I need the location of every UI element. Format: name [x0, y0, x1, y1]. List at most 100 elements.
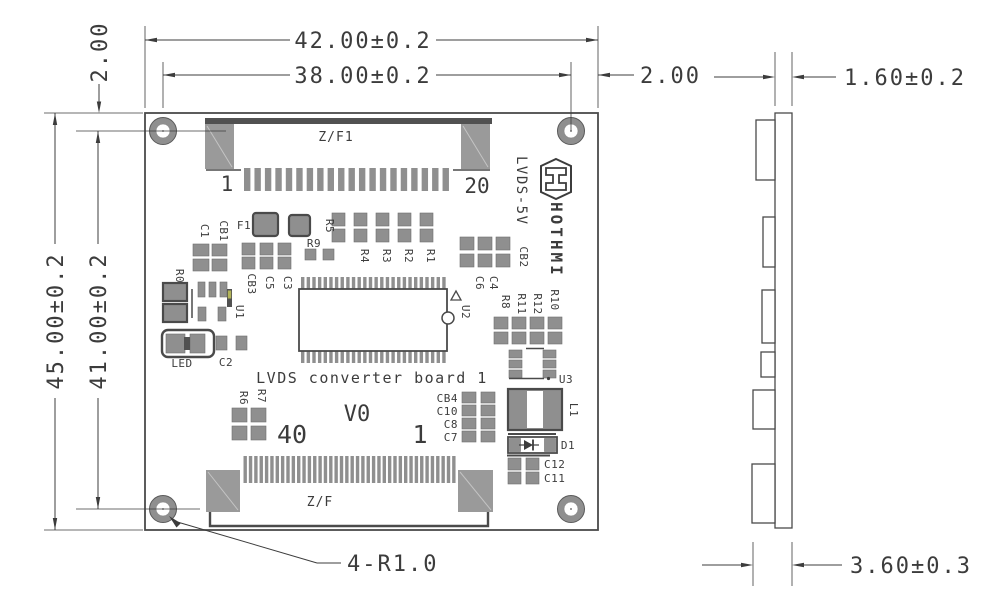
pin	[286, 456, 290, 483]
pin	[345, 456, 349, 483]
component-d1: D1	[507, 433, 575, 457]
pin	[301, 277, 305, 290]
pin	[302, 456, 306, 483]
side-view	[751, 112, 793, 529]
pin	[409, 456, 413, 483]
pin	[441, 456, 445, 483]
component-label-r12: R12	[531, 293, 544, 314]
component-r0: R0	[161, 269, 193, 324]
u2-triangle-marker	[449, 289, 463, 301]
pin	[306, 277, 311, 290]
pin	[391, 277, 395, 290]
pin	[301, 350, 305, 363]
pin	[446, 456, 451, 483]
pin	[323, 277, 327, 290]
pin	[385, 350, 390, 363]
dim-total-thickness-text: 3.60±0.3	[850, 554, 972, 579]
pin	[414, 456, 419, 483]
pin	[432, 168, 439, 191]
component-resistor-array: R5 R4 R3 R2 R1	[323, 212, 437, 263]
dim-hole-offset-right-text: 2.00	[640, 64, 701, 89]
component-led: LED	[160, 328, 216, 370]
component-label-r4: R4	[358, 249, 371, 263]
dim-hole-offset-top: 2.00	[88, 22, 113, 113]
component-label-c3: C3	[281, 276, 294, 290]
pin	[425, 277, 429, 290]
pin	[297, 456, 301, 483]
dimensions: 42.00±0.2 38.00±0.2 2.00 2.00 45.00±0.2	[44, 22, 972, 586]
pin	[442, 277, 446, 290]
top-connector-pins	[244, 168, 449, 191]
pin	[350, 456, 354, 483]
pin	[340, 350, 344, 363]
dim-corner-radius-text: 4-R1.0	[347, 552, 438, 577]
component-label-r3: R3	[380, 249, 393, 263]
pin	[334, 456, 338, 483]
pin	[338, 168, 345, 191]
pin	[244, 168, 251, 191]
pin	[264, 456, 269, 483]
pin	[436, 277, 440, 290]
pin	[382, 456, 386, 483]
bottom-connector-pin1-label: 1	[412, 420, 427, 449]
component-label-c8: C8	[444, 418, 458, 431]
component-u3: U3	[508, 347, 573, 386]
pin	[357, 350, 361, 363]
pin	[259, 456, 263, 483]
pin	[291, 456, 296, 483]
component-label-r6: R6	[237, 391, 250, 405]
pin	[312, 350, 316, 363]
component-f1: F1	[237, 211, 312, 238]
component-u2: U2	[298, 277, 472, 363]
pin	[430, 456, 435, 483]
pin	[430, 350, 435, 363]
pin	[270, 456, 274, 483]
component-label-cb1: CB1	[217, 220, 230, 241]
diode-symbol-icon	[524, 440, 533, 450]
pin	[374, 350, 378, 363]
pin	[404, 456, 408, 483]
pin	[306, 168, 314, 191]
pin	[275, 456, 279, 483]
pin	[366, 456, 370, 483]
component-label-r7: R7	[255, 389, 268, 403]
pin	[393, 456, 397, 483]
top-connector-label: Z/F1	[318, 130, 353, 145]
top-connector-pin1-label: 1	[221, 172, 234, 196]
component-cb1: CB1	[211, 220, 230, 272]
pin	[414, 277, 418, 290]
component-label-c7: C7	[444, 431, 458, 444]
model-label: LVDS-5V	[513, 156, 529, 226]
pin	[387, 456, 392, 483]
component-label-r5: R5	[323, 219, 336, 233]
pin	[419, 277, 424, 290]
component-label-c2: C2	[219, 356, 233, 369]
pin	[317, 168, 324, 191]
component-label-r0: R0	[173, 269, 186, 283]
dim-board-thickness-text: 1.60±0.2	[844, 66, 966, 91]
component-label-c11: C11	[544, 472, 565, 485]
component-c2: C2	[215, 335, 248, 369]
pin	[442, 168, 449, 191]
brand-block: LVDS-5V HOTHMI	[513, 156, 572, 278]
u2-top-pins	[301, 277, 446, 290]
pin	[385, 277, 390, 290]
pin	[390, 168, 397, 191]
dim-width-outer: 42.00±0.2	[145, 29, 598, 54]
pin	[248, 456, 253, 483]
pin	[339, 456, 344, 483]
pin	[425, 456, 429, 483]
brand-name: HOTHMI	[547, 202, 566, 278]
pin	[452, 456, 456, 483]
component-c1: C1	[192, 224, 211, 272]
pin	[400, 168, 408, 191]
pin	[363, 277, 367, 290]
pin	[368, 350, 373, 363]
pin	[358, 168, 366, 191]
front-view: Z/F1 1 20 Z/F 40 1 LVDS converter board …	[144, 112, 599, 531]
component-label-r9: R9	[307, 237, 321, 250]
bottom-connector-label: Z/F	[307, 495, 333, 510]
board-version: V0	[344, 402, 371, 427]
pin	[346, 277, 350, 290]
